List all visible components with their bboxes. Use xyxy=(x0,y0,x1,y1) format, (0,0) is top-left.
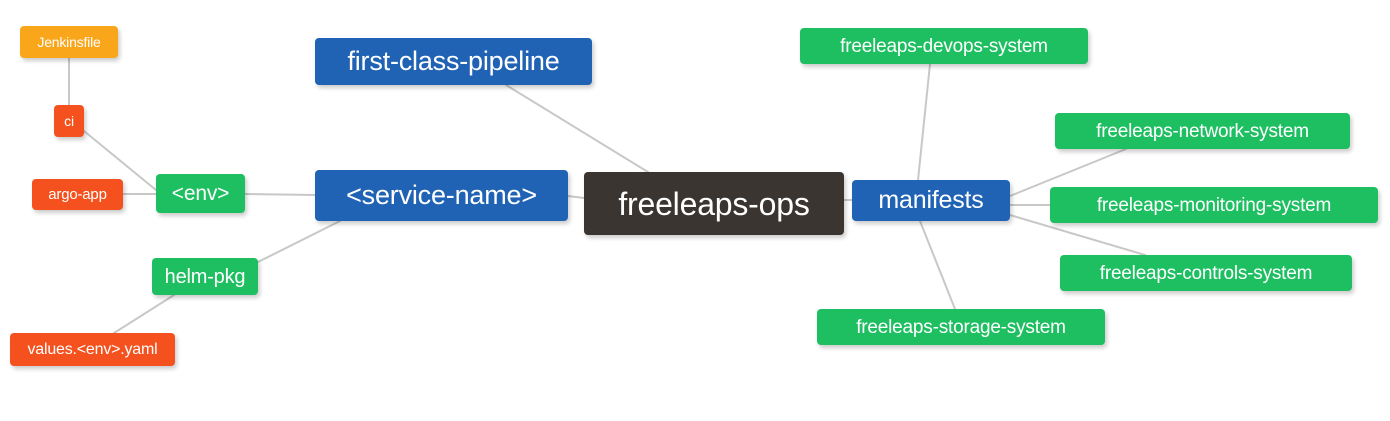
node-devops-system[interactable]: freeleaps-devops-system xyxy=(800,28,1088,64)
node-helm-pkg[interactable]: helm-pkg xyxy=(152,258,258,295)
edge-first-class-pipeline-to-freeleaps-ops xyxy=(505,84,649,173)
node-label-jenkinsfile: Jenkinsfile xyxy=(37,34,101,50)
node-label-freeleaps-ops: freeleaps-ops xyxy=(618,185,810,222)
node-env[interactable]: <env> xyxy=(156,174,245,213)
edge-env-to-service-name xyxy=(244,193,316,196)
node-network-system[interactable]: freeleaps-network-system xyxy=(1055,113,1350,149)
node-jenkinsfile[interactable]: Jenkinsfile xyxy=(20,26,118,58)
node-label-devops-system: freeleaps-devops-system xyxy=(840,35,1048,57)
node-values-yaml[interactable]: values.<env>.yaml xyxy=(10,333,175,366)
node-controls-system[interactable]: freeleaps-controls-system xyxy=(1060,255,1352,291)
edge-manifests-to-storage-system xyxy=(919,220,956,310)
node-label-manifests: manifests xyxy=(878,186,984,214)
node-label-env: <env> xyxy=(171,182,230,205)
node-label-values-yaml: values.<env>.yaml xyxy=(27,340,158,358)
node-label-service-name: <service-name> xyxy=(346,180,537,210)
node-ci[interactable]: ci xyxy=(54,105,84,137)
edge-service-name-to-freeleaps-ops xyxy=(567,195,585,199)
node-label-network-system: freeleaps-network-system xyxy=(1096,120,1309,142)
node-label-monitoring-system: freeleaps-monitoring-system xyxy=(1096,194,1332,216)
node-label-storage-system: freeleaps-storage-system xyxy=(856,316,1066,338)
edge-helm-pkg-to-values-yaml xyxy=(113,294,175,334)
node-label-ci: ci xyxy=(64,113,74,129)
node-argo-app[interactable]: argo-app xyxy=(32,179,123,210)
edge-manifests-to-devops-system xyxy=(917,63,931,181)
node-label-helm-pkg: helm-pkg xyxy=(164,265,246,288)
node-label-first-class-pipeline: first-class-pipeline xyxy=(347,46,560,76)
node-storage-system[interactable]: freeleaps-storage-system xyxy=(817,309,1105,345)
node-monitoring-system[interactable]: freeleaps-monitoring-system xyxy=(1050,187,1378,223)
node-label-argo-app: argo-app xyxy=(48,186,107,203)
node-freeleaps-ops[interactable]: freeleaps-ops xyxy=(584,172,844,235)
node-first-class-pipeline[interactable]: first-class-pipeline xyxy=(315,38,592,85)
node-manifests[interactable]: manifests xyxy=(852,180,1010,221)
edge-service-name-to-helm-pkg xyxy=(257,220,341,263)
node-label-controls-system: freeleaps-controls-system xyxy=(1099,262,1313,284)
node-service-name[interactable]: <service-name> xyxy=(315,170,568,221)
